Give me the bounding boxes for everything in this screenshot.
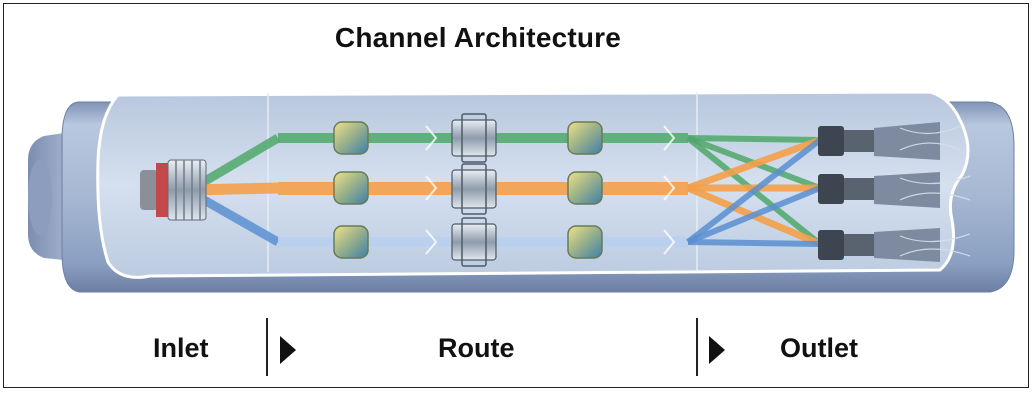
- inlet-port: [28, 159, 52, 235]
- route-module-2: [333, 171, 369, 205]
- outlet-beam-b3: [687, 239, 821, 247]
- route-module-1: [333, 121, 369, 155]
- stage-arrow-2: [709, 336, 725, 364]
- stage-label-route: Route: [438, 333, 515, 363]
- outlet-connector-2: [818, 172, 940, 208]
- stage-divider-1: [266, 318, 268, 376]
- outlet-connector-1: [818, 122, 940, 160]
- outlet-cable-bundles: [899, 125, 971, 257]
- route-module-3: [333, 225, 369, 259]
- inlet-connector: [140, 159, 207, 221]
- diagram-title: Channel Architecture: [334, 22, 622, 53]
- outlet-connector-3: [818, 228, 940, 262]
- route-module-4: [567, 121, 603, 155]
- stage-arrow-1: [280, 336, 296, 364]
- outlet-beam-b2: [686, 185, 822, 245]
- route-gate-2: [451, 163, 497, 215]
- route-module-6: [567, 225, 603, 259]
- outlet-beam-o1: [686, 136, 822, 192]
- stage-divider-2: [696, 318, 698, 376]
- route-gate-3: [451, 217, 497, 267]
- route-module-5: [567, 171, 603, 205]
- outlet-beam-b1: [686, 137, 822, 245]
- outlet-beam-g1: [687, 135, 821, 143]
- stage-label-outlet: Outlet: [780, 333, 858, 363]
- route-chevrons: [425, 125, 676, 255]
- route-gate-1: [451, 113, 497, 163]
- stage-label-inlet: Inlet: [153, 333, 209, 363]
